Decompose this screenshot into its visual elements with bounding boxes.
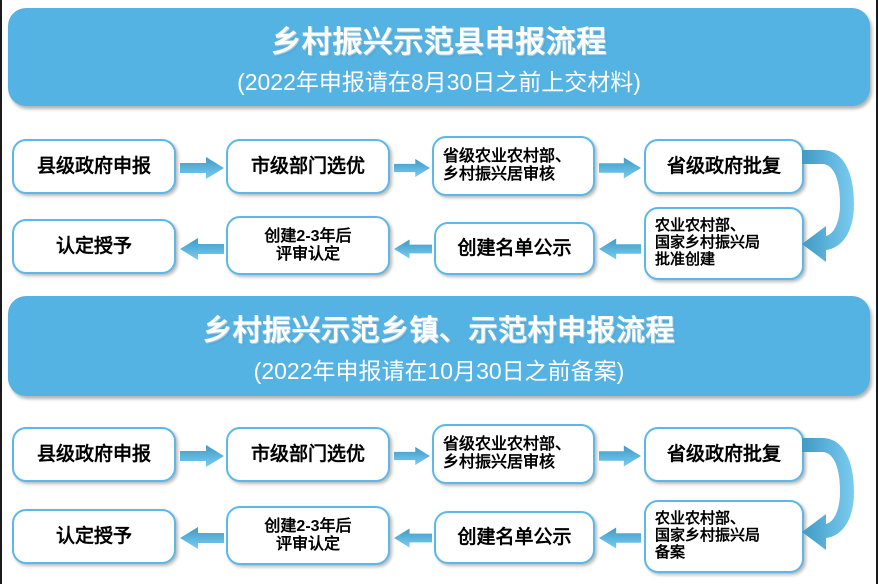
arrow2-review-to-award [180,527,224,549]
node-create-list-publicity[interactable]: 创建名单公示 [434,222,595,275]
node-review-after-2-3-years[interactable]: 创建2-3年后 评审认定 [226,216,390,275]
arrow-publicity-to-review [394,238,432,259]
node-province-approval[interactable]: 省级政府批复 [644,139,804,194]
arrow-curved-return-county [800,146,860,271]
node2-review-after-2-3-years[interactable]: 创建2-3年后 评审认定 [226,506,390,565]
node2-city-select[interactable]: 市级部门选优 [226,427,390,482]
node2-province-agri-review[interactable]: 省级农业农村部、 乡村振兴居审核 [432,424,595,484]
section-title-county: 乡村振兴示范县申报流程 [271,26,607,59]
node-city-select[interactable]: 市级部门选优 [226,139,390,194]
arrow-province-agri-to-province-approval [599,157,641,179]
node2-certification-award[interactable]: 认定授予 [12,509,176,564]
arrow-review-to-award [180,238,224,260]
node-ministry-approve-create[interactable]: 农业农村部、 国家乡村振兴局 批准创建 [644,207,804,280]
arrow2-ministry-to-publicity [599,527,641,549]
section-banner-township: 乡村振兴示范乡镇、示范村申报流程 (2022年申报请在10月30日之前备案) [8,296,870,396]
arrow-county-to-city [180,157,224,179]
arrow2-city-to-province-agri [394,445,430,465]
arrow2-county-to-city [180,445,224,467]
node-county-apply[interactable]: 县级政府申报 [12,139,176,194]
section-title-township: 乡村振兴示范乡镇、示范村申报流程 [202,314,675,347]
page-border-left [0,0,2,584]
page-border-right [876,0,878,584]
node2-ministry-record[interactable]: 农业农村部、 国家乡村振兴局 备案 [644,500,804,573]
node2-province-approval[interactable]: 省级政府批复 [644,427,804,482]
node-certification-award[interactable]: 认定授予 [12,219,176,274]
node2-create-list-publicity[interactable]: 创建名单公示 [434,511,595,564]
arrow2-curved-return-township [800,434,860,559]
arrow2-province-agri-to-province-approval [599,445,641,467]
arrow-ministry-to-publicity [599,238,641,260]
node-province-agri-review[interactable]: 省级农业农村部、 乡村振兴居审核 [432,136,595,196]
section-subtitle-township: (2022年申报请在10月30日之前备案) [253,357,625,384]
arrow2-publicity-to-review [394,527,432,548]
node2-county-apply[interactable]: 县级政府申报 [12,427,176,482]
section-subtitle-county: (2022年申报请在8月30日之前上交材料) [237,69,641,95]
arrow-city-to-province-agri [394,157,430,177]
section-banner-county: 乡村振兴示范县申报流程 (2022年申报请在8月30日之前上交材料) [8,8,870,106]
